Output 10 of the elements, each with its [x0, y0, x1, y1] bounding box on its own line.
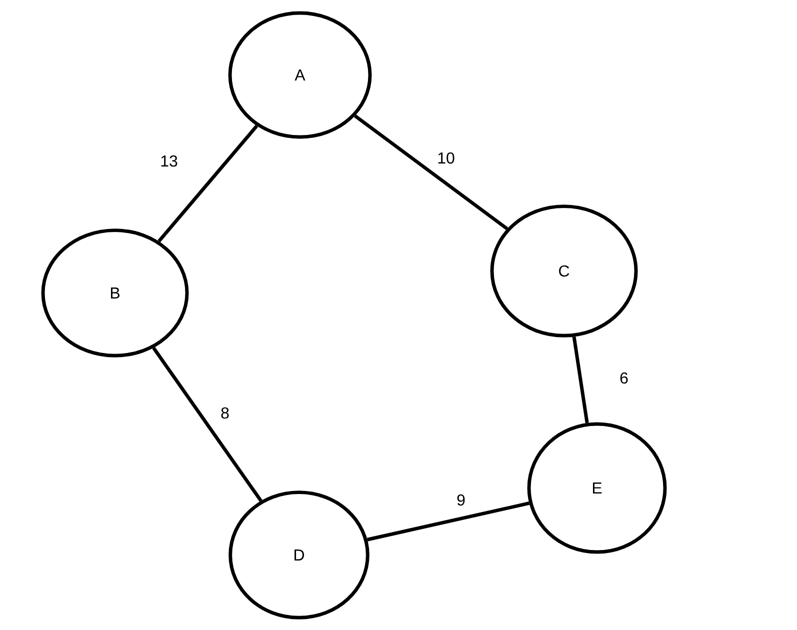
- edge-line: [572, 336, 589, 424]
- edge-label: 10: [436, 151, 456, 165]
- edge-label: 6: [618, 371, 630, 385]
- edge-line: [354, 114, 508, 230]
- edge-line: [152, 346, 262, 502]
- edge-label: 13: [158, 154, 180, 168]
- edge-label: 8: [219, 406, 231, 420]
- edge-label: 9: [455, 493, 467, 507]
- edge-line: [158, 124, 258, 242]
- edge-line: [366, 502, 530, 542]
